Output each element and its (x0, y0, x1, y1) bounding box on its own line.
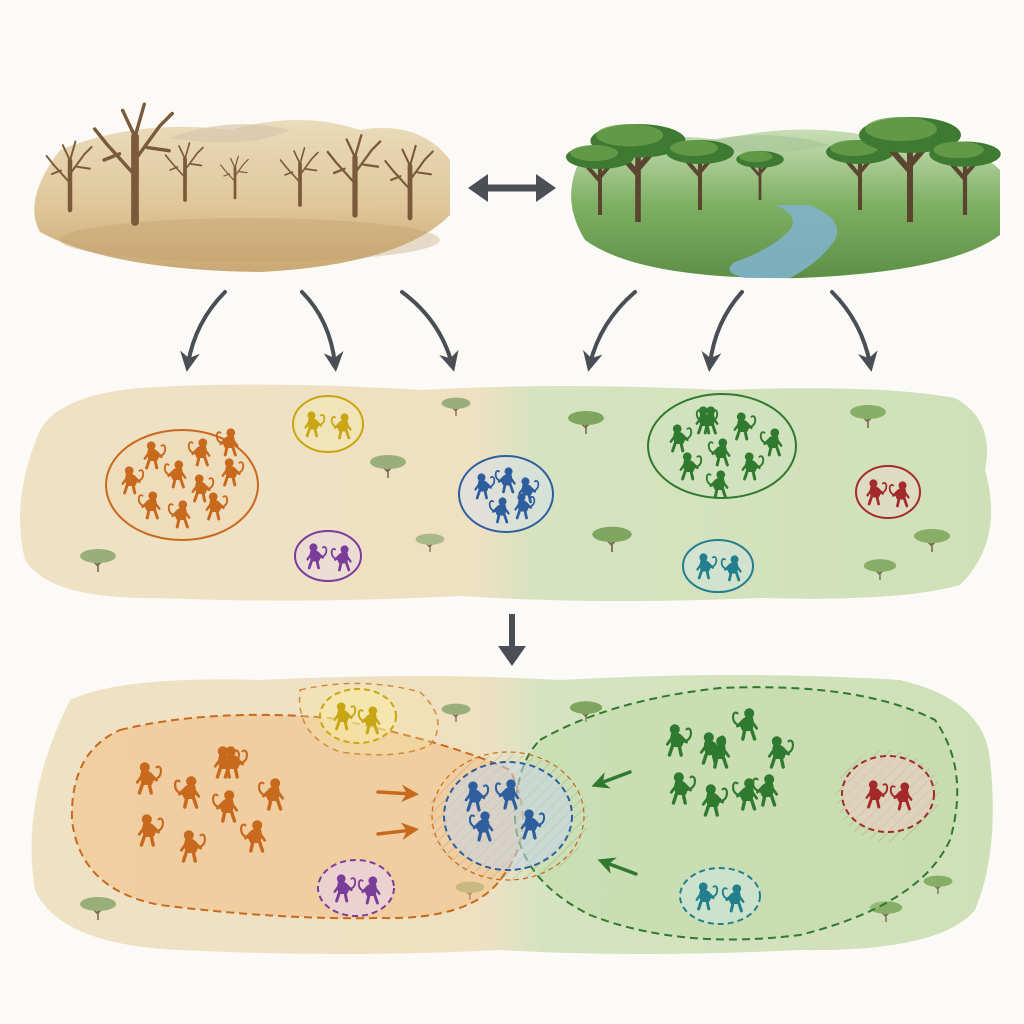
curved-down-arrow-icon (180, 290, 227, 372)
group-blue-range (443, 761, 573, 871)
down-arrow-icon (498, 614, 526, 666)
acacia-shrub-icon (569, 701, 603, 722)
expanded-range-green (513, 686, 959, 941)
group-purple-range (294, 530, 362, 582)
acacia-shrub-icon (592, 526, 632, 552)
left-arrow-icon (597, 857, 638, 876)
group-yellow-range (292, 395, 364, 453)
group-blue-outer-range (431, 751, 585, 881)
flow-arrows (180, 290, 878, 372)
group-teal-range (682, 539, 754, 593)
dead-tree-icon (45, 140, 93, 213)
group-red-range (841, 755, 935, 833)
dry-savanna-landscape (34, 102, 450, 272)
curved-down-arrow-icon (300, 290, 344, 372)
curved-down-arrow-icon (583, 290, 637, 372)
curved-down-arrow-icon (701, 290, 744, 372)
dead-tree-icon (92, 102, 174, 226)
acacia-tree-icon (859, 117, 961, 222)
curved-down-arrow-icon (830, 290, 878, 372)
forest-river-landscape (566, 117, 1001, 279)
acacia-shrub-icon (914, 529, 950, 552)
acacia-shrub-icon (923, 875, 953, 894)
acacia-shrub-icon (863, 559, 897, 580)
acacia-shrub-icon (441, 397, 471, 416)
acacia-tree-icon (736, 151, 784, 200)
left-arrow-icon (591, 770, 632, 789)
acacia-shrub-icon (80, 897, 116, 920)
river (729, 205, 838, 278)
group-teal-range (679, 867, 761, 925)
dead-tree-icon (279, 147, 319, 207)
stage-one-distribution (20, 384, 992, 602)
right-arrow-icon (376, 784, 419, 803)
group-red-range (855, 465, 921, 519)
dead-tree-icon (220, 155, 249, 200)
double-headed-arrow-icon (468, 174, 556, 202)
acacia-shrub-icon (850, 405, 886, 428)
acacia-shrub-icon (80, 549, 116, 572)
acacia-shrub-icon (455, 881, 485, 900)
acacia-tree-icon (566, 145, 634, 215)
acacia-shrub-icon (370, 455, 406, 478)
acacia-tree-icon (929, 141, 1001, 215)
curved-down-arrow-icon (400, 290, 459, 372)
stage-two-range-expansion (31, 675, 993, 954)
acacia-tree-icon (666, 140, 734, 210)
dead-tree-icon (326, 134, 382, 218)
acacia-shrub-icon (869, 901, 903, 922)
dead-tree-icon (164, 142, 204, 202)
acacia-shrub-icon (568, 411, 604, 434)
group-purple-range (317, 859, 395, 917)
group-yellow-range (319, 688, 397, 744)
right-arrow-icon (376, 822, 419, 840)
acacia-shrub-icon (415, 533, 445, 552)
dead-tree-icon (384, 144, 434, 221)
acacia-shrub-icon (441, 703, 471, 722)
